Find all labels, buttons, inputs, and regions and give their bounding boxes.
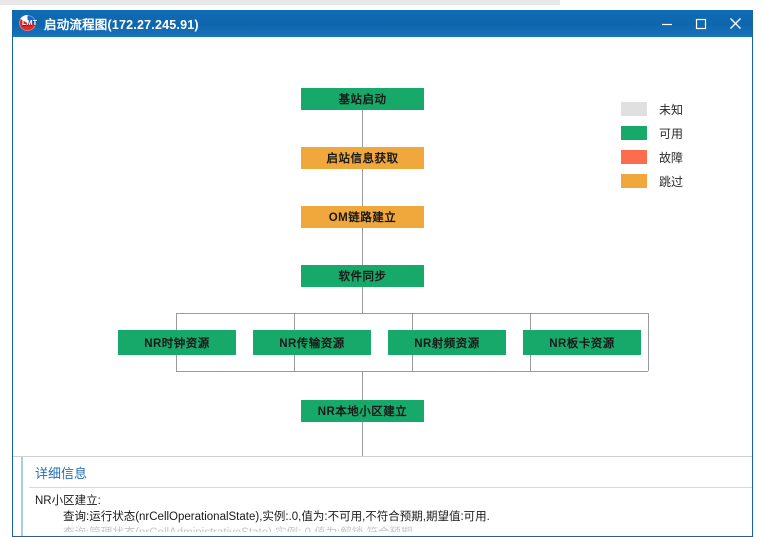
status-legend: 未知 可用 故障 跳过: [621, 97, 683, 193]
legend-label-fault: 故障: [659, 150, 684, 165]
detail-line-query-1: 查询:运行状态(nrCellOperationalState),实例:.0,值为…: [63, 511, 490, 523]
close-button[interactable]: [718, 10, 752, 37]
connector-n1-n2: [362, 109, 363, 149]
legend-swatch-available: [621, 126, 647, 140]
legend-swatch-unknown: [621, 102, 647, 116]
connector-n4-branch: [362, 286, 363, 313]
legend-label-skipped: 跳过: [659, 174, 684, 189]
legend-item-fault: 故障: [621, 145, 683, 169]
globe-icon: [19, 15, 36, 31]
detail-panel-title: 详细信息: [35, 466, 88, 481]
desktop-background-strip: [0, 0, 560, 5]
connector-n9-n10: [362, 421, 363, 456]
flow-node-nr-board-resource[interactable]: NR板卡资源: [523, 330, 641, 355]
connector-n8-rail-bottom: [530, 355, 531, 371]
detail-panel-accent-bar: [21, 457, 23, 536]
flowchart-canvas: 基站启动 启站信息获取 OM链路建立 软件同步 NR时钟资源 NR传输资源 NR…: [13, 37, 752, 456]
detail-line-query-2: 查询:管理状态(nrCellAdministrativeState),实例:.0…: [35, 525, 752, 532]
detail-line-heading: NR小区建立:: [35, 495, 101, 507]
connector-n2-n3: [362, 168, 363, 208]
connector-n7-rail-bottom: [412, 355, 413, 371]
close-icon: [729, 18, 741, 29]
flow-node-label: NR射频资源: [414, 337, 480, 350]
flow-node-om-link-setup[interactable]: OM链路建立: [301, 206, 424, 228]
window-title: 启动流程图(172.27.245.91): [44, 18, 199, 32]
flow-node-label: 基站启动: [338, 94, 387, 106]
flow-node-label: NR本地小区建立: [317, 406, 408, 418]
flow-node-nr-clock-resource[interactable]: NR时钟资源: [118, 330, 236, 355]
minimize-icon: [662, 23, 672, 25]
connector-rail-n6-top: [294, 313, 295, 330]
flow-node-label: NR板卡资源: [549, 337, 615, 350]
legend-swatch-fault: [621, 150, 647, 164]
detail-panel-divider: [29, 487, 752, 488]
app-window: LMT 启动流程图(172.27.245.91): [12, 10, 753, 537]
flow-node-label: OM链路建立: [328, 212, 397, 224]
window-controls: [650, 10, 752, 37]
flow-node-label: 软件同步: [338, 271, 387, 283]
maximize-button[interactable]: [684, 10, 718, 37]
detail-info-panel: 详细信息 NR小区建立: 查询:运行状态(nrCellOperationalSt…: [13, 456, 752, 536]
flow-node-nr-local-cell-setup[interactable]: NR本地小区建立: [301, 400, 424, 422]
lmt-app-icon: LMT: [19, 15, 39, 32]
flow-node-label: NR传输资源: [279, 337, 345, 350]
branch-rail-bottom: [176, 371, 648, 372]
flow-node-nr-transport-resource[interactable]: NR传输资源: [253, 330, 371, 355]
detail-panel-body[interactable]: NR小区建立: 查询:运行状态(nrCellOperationalState),…: [27, 488, 752, 532]
legend-label-available: 可用: [659, 126, 684, 141]
flow-node-nr-rf-resource[interactable]: NR射频资源: [388, 330, 506, 355]
minimize-button[interactable]: [650, 10, 684, 37]
title-bar: LMT 启动流程图(172.27.245.91): [13, 10, 752, 37]
connector-n6-rail-bottom: [294, 355, 295, 371]
connector-branch-n9: [362, 371, 363, 401]
app-icon-label: LMT: [22, 20, 38, 27]
flow-node-software-sync[interactable]: 软件同步: [301, 265, 424, 287]
flow-node-startup-info-fetch[interactable]: 启站信息获取: [301, 147, 424, 169]
branch-rail-right: [648, 313, 649, 371]
flow-node-label: NR时钟资源: [144, 337, 210, 350]
legend-label-unknown: 未知: [659, 102, 684, 117]
connector-n5-rail-bottom: [176, 355, 177, 371]
flow-node-base-station-start[interactable]: 基站启动: [301, 88, 424, 110]
connector-rail-n8-top: [530, 313, 531, 330]
connector-n3-n4: [362, 227, 363, 267]
connector-rail-n7-top: [412, 313, 413, 330]
flow-node-label: 启站信息获取: [326, 153, 399, 165]
legend-item-skipped: 跳过: [621, 169, 683, 193]
maximize-icon: [695, 18, 707, 29]
connector-rail-n5-top: [176, 313, 177, 330]
legend-item-available: 可用: [621, 121, 683, 145]
legend-swatch-skipped: [621, 174, 647, 188]
legend-item-unknown: 未知: [621, 97, 683, 121]
